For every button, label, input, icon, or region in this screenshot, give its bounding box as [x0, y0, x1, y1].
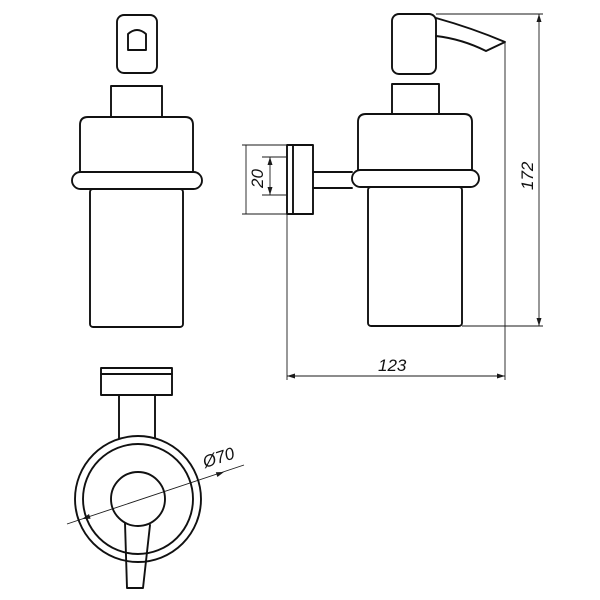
top-arm [118, 394, 156, 440]
top-holder-ring-outer [74, 435, 202, 563]
front-neck [110, 85, 163, 118]
side-spout [435, 17, 506, 52]
front-holder-ring [71, 171, 203, 190]
top-wall-plate [100, 367, 173, 396]
side-glass [367, 186, 463, 327]
side-neck [391, 83, 440, 115]
front-pump-head [116, 14, 158, 74]
side-cap [357, 113, 473, 171]
dimension-label-diameter: Ø70 [199, 444, 237, 472]
top-pump-head [110, 471, 166, 527]
top-view [74, 367, 202, 589]
dimension-label-bracket-height: 20 [248, 169, 267, 189]
side-wall-plate [286, 144, 314, 215]
front-glass [89, 188, 184, 328]
top-spout [124, 522, 151, 589]
side-holder-ring [351, 169, 480, 188]
dimension-label-projection: 123 [378, 356, 407, 375]
side-pump-head [391, 13, 437, 75]
dimension-label-total-height: 172 [518, 161, 537, 190]
front-view [71, 14, 203, 328]
top-holder-ring-inner [82, 443, 194, 555]
side-view [286, 13, 506, 327]
front-nozzle-slot [127, 29, 147, 51]
front-cap [79, 116, 194, 173]
dimension-lines [66, 13, 543, 525]
